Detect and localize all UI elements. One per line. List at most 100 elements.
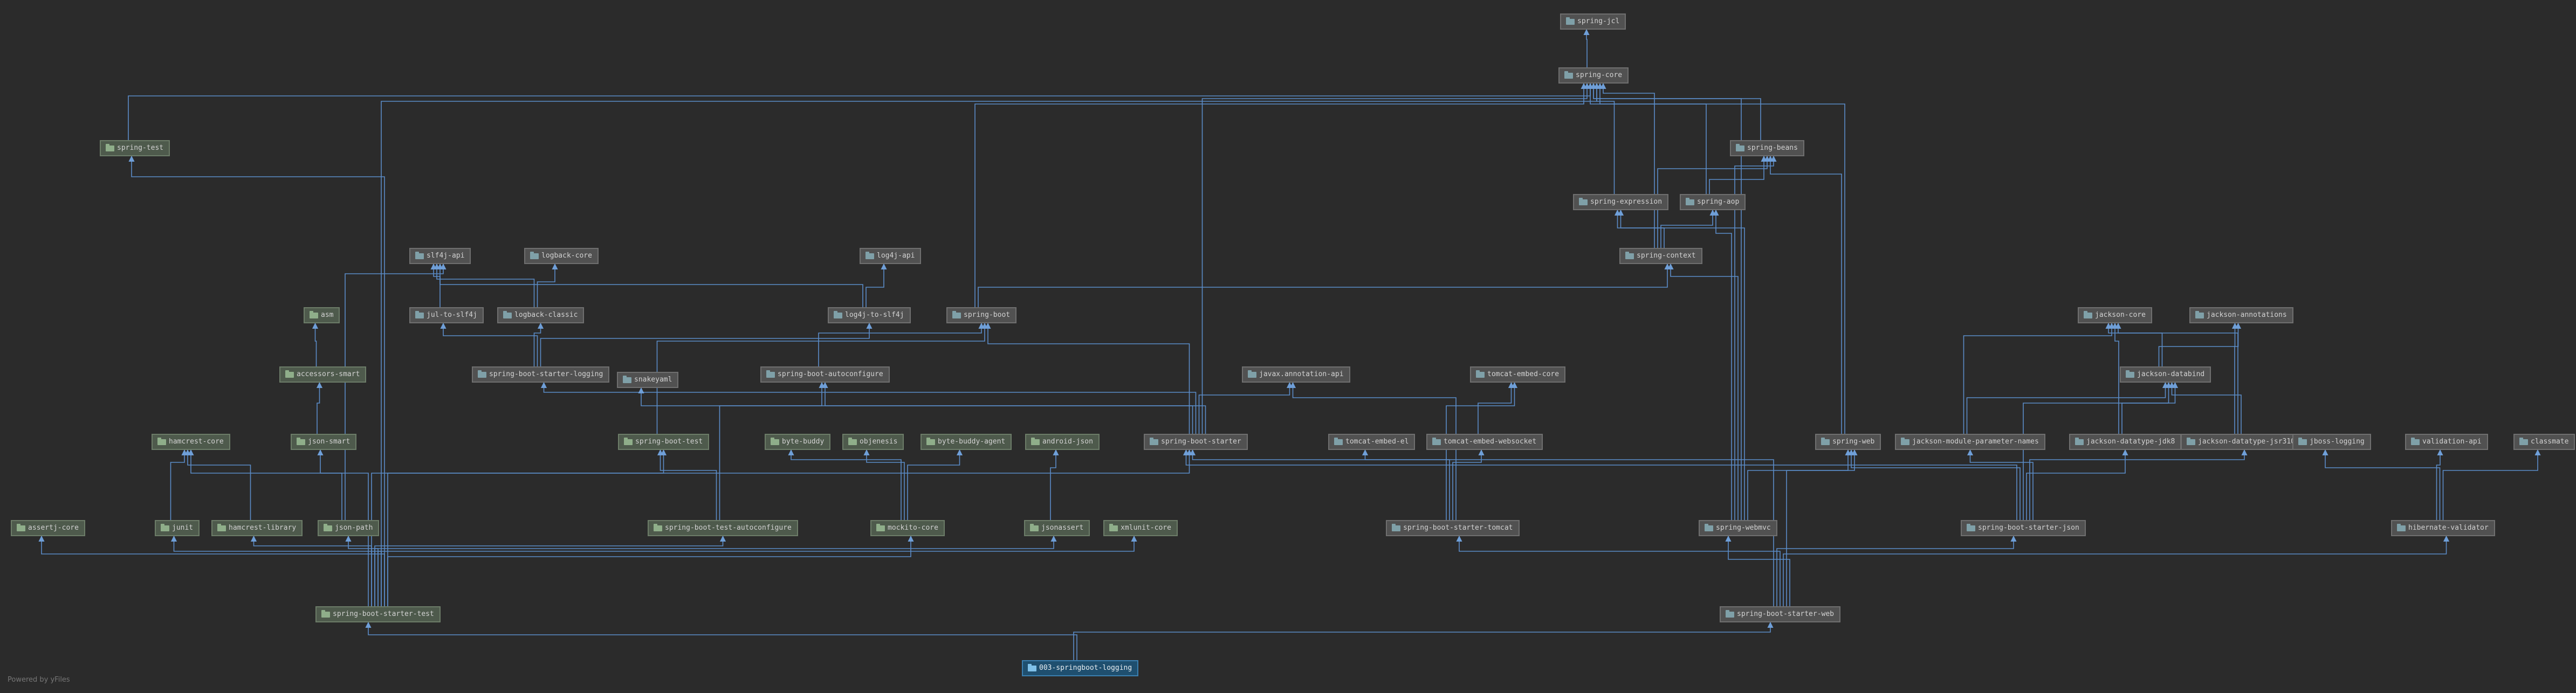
edge-spring-boot-to-spring-context: [978, 263, 1671, 307]
node-label: spring-test: [117, 144, 164, 152]
folder-icon: [1248, 370, 1256, 378]
folder-icon: [1150, 438, 1158, 445]
node-spring-beans[interactable]: spring-beans: [1730, 140, 1804, 156]
edge-spring-boot-test-autoconfigure-to-spring-boot-test: [657, 449, 717, 520]
node-jul-to-slf4j[interactable]: jul-to-slf4j: [409, 307, 484, 323]
node-spring-boot-test[interactable]: spring-boot-test: [618, 434, 710, 450]
node-assertj-core[interactable]: assertj-core: [11, 520, 85, 536]
node-junit[interactable]: junit: [155, 520, 200, 536]
node-jackson-datatype-jsr310[interactable]: jackson-datatype-jsr310: [2181, 434, 2302, 450]
node-log4j-api[interactable]: log4j-api: [860, 248, 922, 264]
edge-spring-web-to-spring-beans: [1767, 155, 1842, 434]
edge-jackson-datatype-jdk8-to-jackson-databind: [2121, 382, 2172, 434]
node-jsonassert[interactable]: jsonassert: [1024, 520, 1090, 536]
node-spring-boot-starter-json[interactable]: spring-boot-starter-json: [1961, 520, 2086, 536]
edge-spring-webmvc-to-spring-core: [1590, 82, 1742, 520]
node-hamcrest-library[interactable]: hamcrest-library: [211, 520, 303, 536]
node-logback-core[interactable]: logback-core: [524, 248, 599, 264]
folder-icon: [1901, 438, 1909, 445]
node-jackson-datatype-jdk8[interactable]: jackson-datatype-jdk8: [2069, 434, 2182, 450]
node-javax-annotation-api[interactable]: javax.annotation-api: [1242, 366, 1350, 383]
edge-spring-boot-starter-web-to-hibernate-validator: [1783, 535, 2450, 606]
node-jackson-databind[interactable]: jackson-databind: [2120, 366, 2211, 383]
node-jackson-annotations[interactable]: jackson-annotations: [2189, 307, 2293, 323]
edge-log4j-to-slf4j-to-slf4j-api: [437, 263, 863, 307]
node-byte-buddy-agent[interactable]: byte-buddy-agent: [921, 434, 1012, 450]
node-spring-boot-test-autoconfigure[interactable]: spring-boot-test-autoconfigure: [648, 520, 798, 536]
node-spring-boot-starter-tomcat[interactable]: spring-boot-starter-tomcat: [1386, 520, 1520, 536]
node-label: spring-core: [1576, 71, 1623, 79]
node-spring-webmvc[interactable]: spring-webmvc: [1699, 520, 1777, 536]
edge-spring-boot-starter-test-to-spring-boot-starter: [387, 449, 1193, 606]
node-json-path[interactable]: json-path: [318, 520, 380, 536]
edge-hamcrest-library-to-hamcrest-core: [184, 449, 251, 520]
folder-icon: [771, 438, 779, 445]
node-spring-aop[interactable]: spring-aop: [1680, 194, 1746, 210]
edge-spring-webmvc-to-spring-web: [1747, 449, 1851, 520]
node-spring-boot[interactable]: spring-boot: [946, 307, 1017, 323]
node-slf4j-api[interactable]: slf4j-api: [409, 248, 471, 264]
node-label: jackson-module-parameter-names: [1912, 438, 2039, 446]
node-log4j-to-slf4j[interactable]: log4j-to-slf4j: [828, 307, 911, 323]
node-xmlunit-core[interactable]: xmlunit-core: [1103, 520, 1178, 536]
node-spring-boot-starter-web[interactable]: spring-boot-starter-web: [1720, 606, 1841, 622]
node-spring-boot-autoconfigure[interactable]: spring-boot-autoconfigure: [760, 366, 890, 383]
folder-icon: [478, 370, 486, 378]
edge-spring-boot-starter-json-to-spring-boot-starter: [1183, 449, 2017, 520]
node-hibernate-validator[interactable]: hibernate-validator: [2391, 520, 2495, 536]
node-hamcrest-core[interactable]: hamcrest-core: [152, 434, 230, 450]
folder-icon: [2298, 438, 2307, 445]
node-label: javax.annotation-api: [1259, 370, 1344, 378]
folder-icon: [834, 311, 842, 318]
node-byte-buddy[interactable]: byte-buddy: [765, 434, 831, 450]
node-logback-classic[interactable]: logback-classic: [497, 307, 585, 323]
node-tomcat-embed-websocket[interactable]: tomcat-embed-websocket: [1426, 434, 1543, 450]
node-tomcat-embed-el[interactable]: tomcat-embed-el: [1328, 434, 1416, 450]
edge-jackson-databind-to-jackson-core: [2105, 322, 2163, 366]
node-label: logback-core: [541, 252, 592, 260]
edge-spring-boot-starter-json-to-jackson-datatype-jsr310: [2029, 449, 2248, 520]
folder-icon: [2519, 438, 2528, 445]
node-asm[interactable]: asm: [304, 307, 340, 323]
folder-icon: [2195, 311, 2204, 318]
node-label: hibernate-validator: [2408, 524, 2489, 532]
node-label: jboss-logging: [2310, 438, 2365, 446]
node-spring-boot-starter[interactable]: spring-boot-starter: [1144, 434, 1248, 450]
node-label: spring-boot-test: [635, 438, 703, 446]
node-spring-test[interactable]: spring-test: [100, 140, 170, 156]
node-android-json[interactable]: android-json: [1025, 434, 1100, 450]
edge-spring-boot-starter-web-to-spring-web: [1786, 449, 1858, 606]
edge-spring-core-to-spring-jcl: [1583, 29, 1590, 67]
node-spring-context[interactable]: spring-context: [1619, 248, 1702, 264]
folder-icon: [1726, 610, 1734, 618]
node-spring-jcl[interactable]: spring-jcl: [1560, 13, 1626, 30]
node-spring-boot-starter-test[interactable]: spring-boot-starter-test: [315, 606, 441, 622]
node-jboss-logging[interactable]: jboss-logging: [2292, 434, 2371, 450]
node-jackson-module-parameter-names[interactable]: jackson-module-parameter-names: [1895, 434, 2045, 450]
node-spring-web[interactable]: spring-web: [1815, 434, 1881, 450]
node-spring-expression[interactable]: spring-expression: [1573, 194, 1669, 210]
node-json-smart[interactable]: json-smart: [291, 434, 357, 450]
edge-003-springboot-logging-to-spring-boot-starter-web: [1073, 621, 1774, 660]
node-label: slf4j-api: [427, 252, 465, 260]
node-validation-api[interactable]: validation-api: [2405, 434, 2488, 450]
folder-icon: [2084, 311, 2092, 318]
node-003-springboot-logging[interactable]: 003-springboot-logging: [1022, 660, 1139, 676]
node-accessors-smart[interactable]: accessors-smart: [279, 366, 367, 383]
edge-spring-boot-autoconfigure-to-spring-boot: [818, 322, 985, 366]
edge-hibernate-validator-to-validation-api: [2436, 449, 2443, 520]
folder-icon: [654, 524, 662, 531]
node-label: asm: [321, 311, 334, 319]
node-spring-boot-starter-logging[interactable]: spring-boot-starter-logging: [472, 366, 610, 383]
node-label: classmate: [2531, 438, 2569, 446]
node-snakeyaml[interactable]: snakeyaml: [617, 372, 679, 388]
node-classmate[interactable]: classmate: [2513, 434, 2575, 450]
node-mockito-core[interactable]: mockito-core: [870, 520, 945, 536]
edge-spring-context-to-spring-expression: [1614, 209, 1665, 248]
node-label: accessors-smart: [297, 370, 360, 378]
node-spring-core[interactable]: spring-core: [1558, 67, 1629, 84]
node-label: tomcat-embed-websocket: [1444, 438, 1537, 446]
node-objenesis[interactable]: objenesis: [842, 434, 904, 450]
node-tomcat-embed-core[interactable]: tomcat-embed-core: [1470, 366, 1566, 383]
node-jackson-core[interactable]: jackson-core: [2078, 307, 2152, 323]
